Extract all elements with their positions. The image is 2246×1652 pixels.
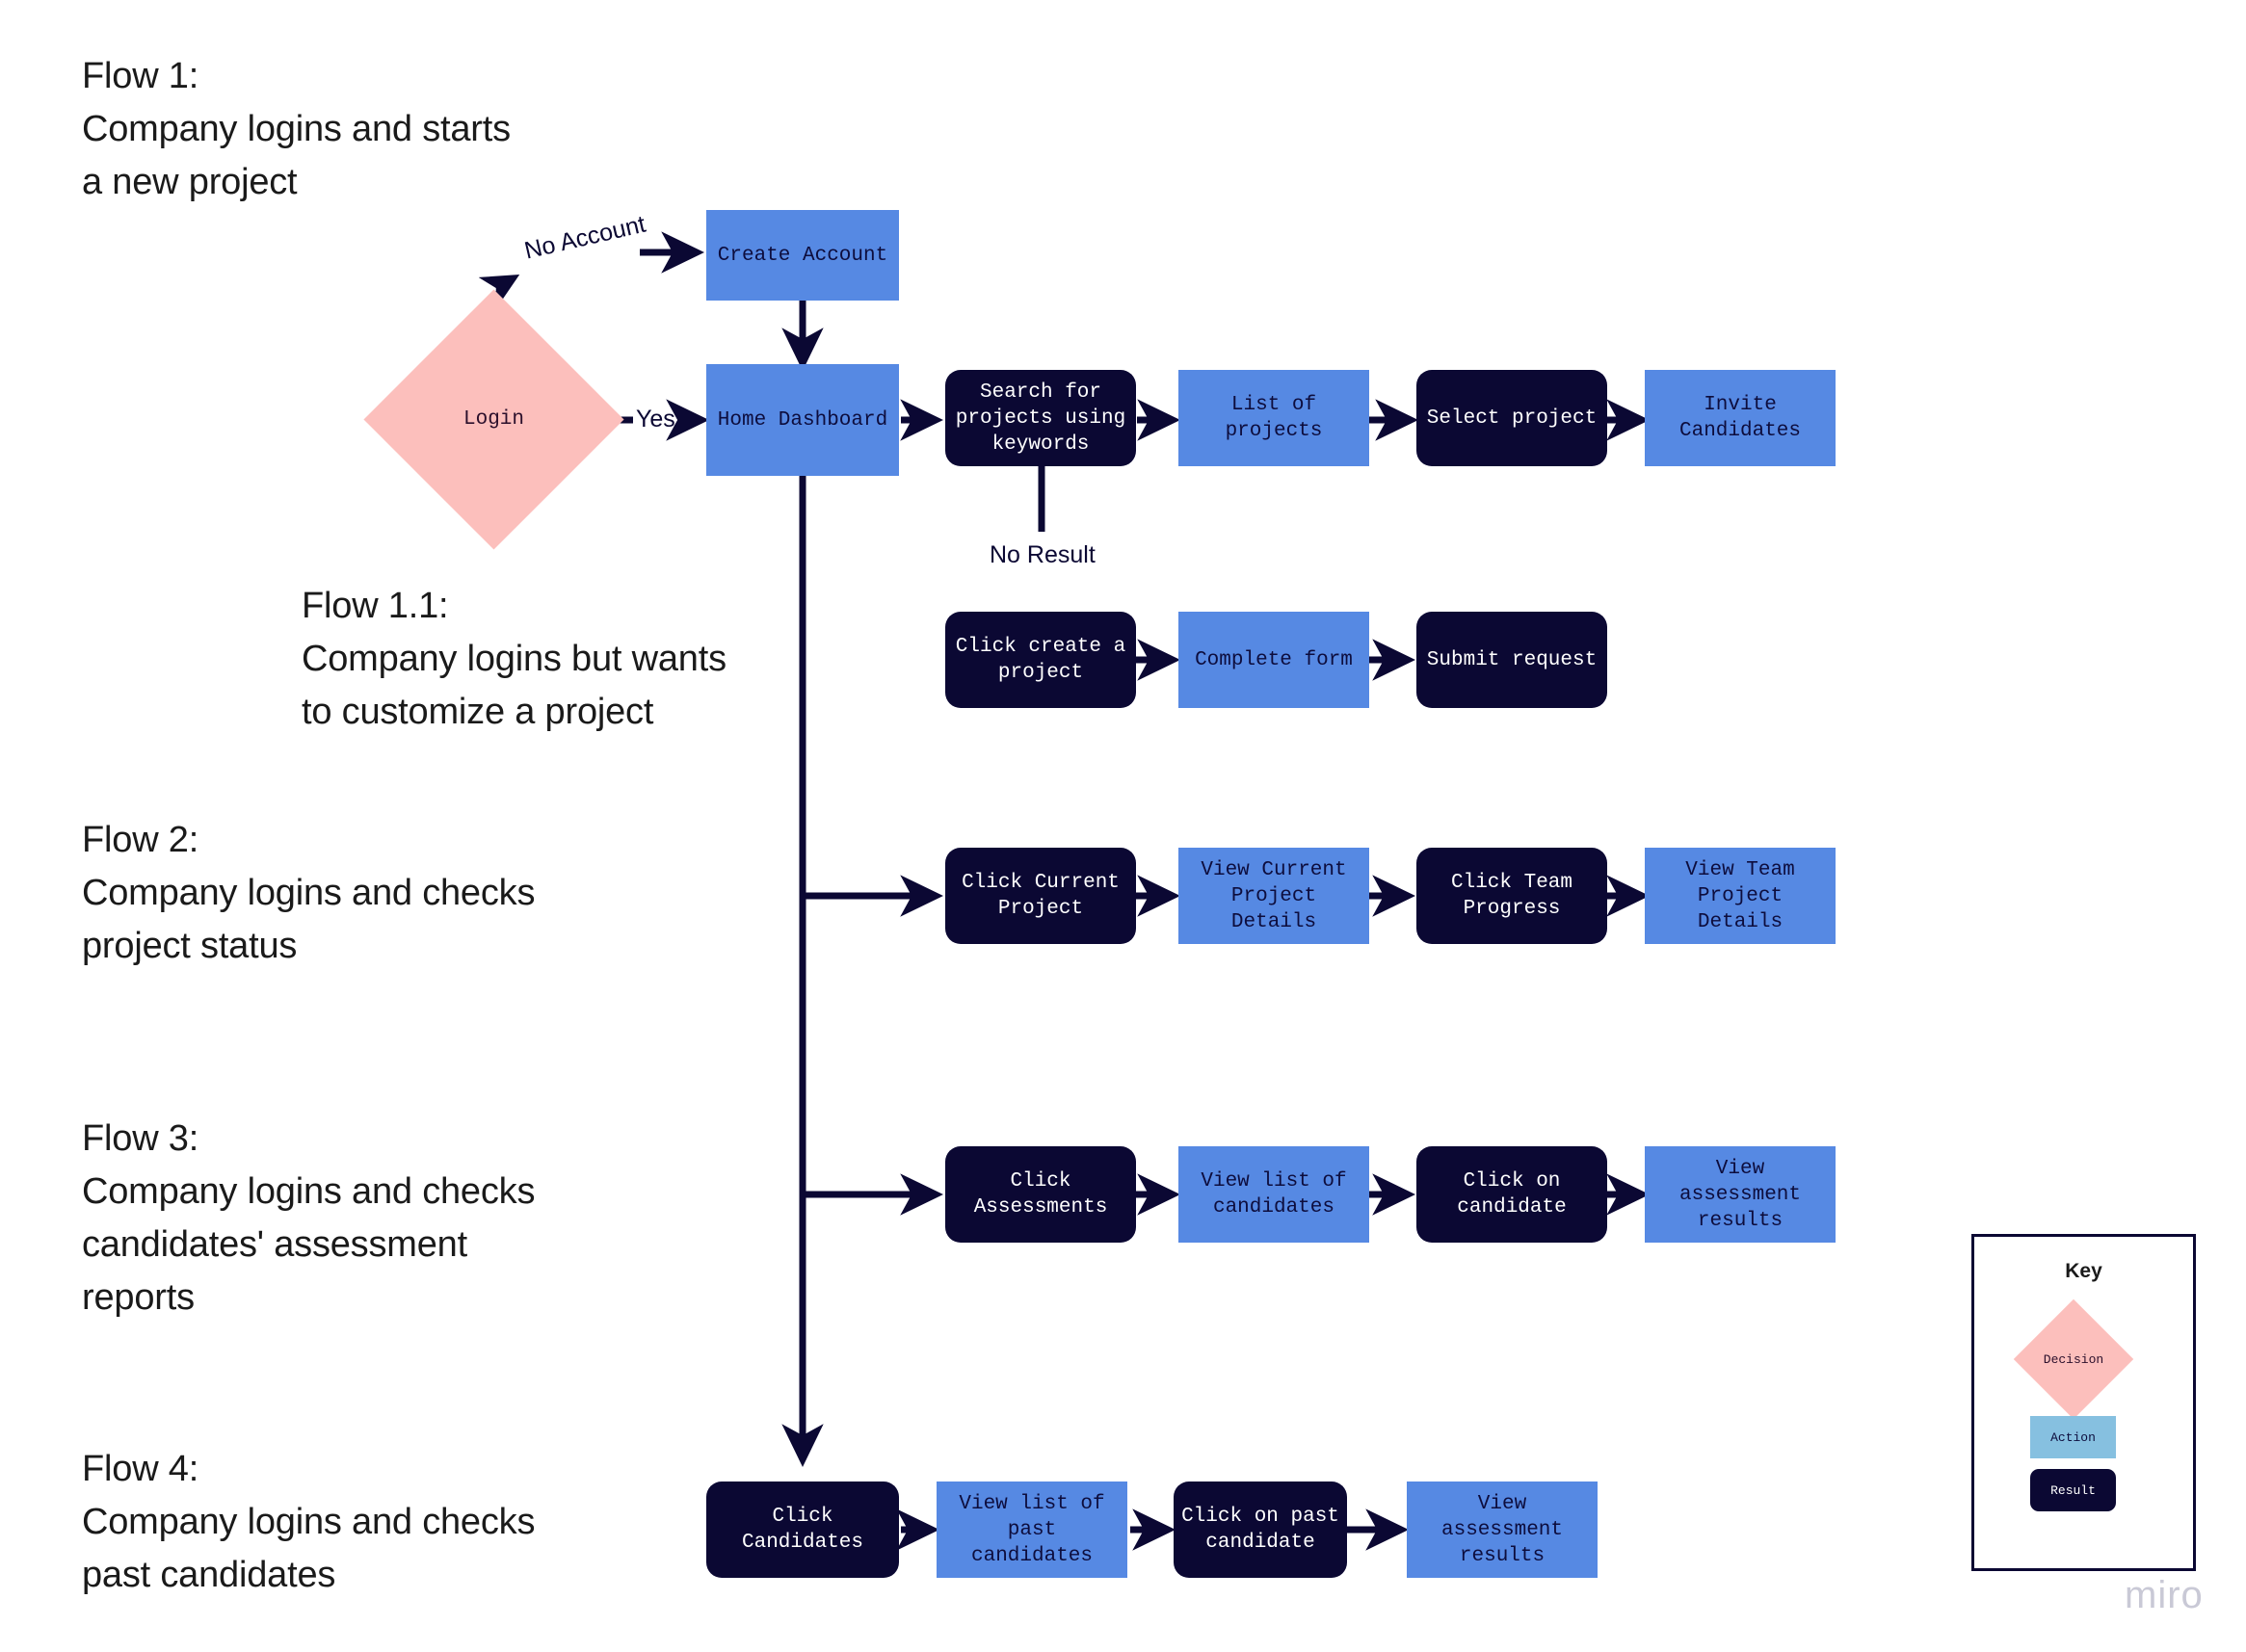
node-click-candidates[interactable]: Click Candidates — [706, 1482, 899, 1578]
edge-label-no-account: No Account — [521, 210, 648, 265]
key-decision-swatch: Decision — [2013, 1298, 2134, 1420]
node-list-of-projects[interactable]: List of projects — [1178, 370, 1369, 466]
node-click-assessments[interactable]: Click Assessments — [945, 1146, 1136, 1243]
miro-watermark: miro — [2125, 1574, 2204, 1616]
node-click-on-past-candidate[interactable]: Click on past candidate — [1174, 1482, 1347, 1578]
node-select-project[interactable]: Select project — [1416, 370, 1607, 466]
node-home-dashboard[interactable]: Home Dashboard — [706, 364, 899, 476]
flow-2-title: Flow 2: Company logins and checks projec… — [82, 820, 536, 966]
edge-label-no-result: No Result — [990, 541, 1096, 568]
node-click-team-progress[interactable]: Click Team Progress — [1416, 848, 1607, 944]
node-submit-request[interactable]: Submit request — [1416, 612, 1607, 708]
edge-label-yes: Yes — [636, 406, 675, 433]
node-click-create-a-project[interactable]: Click create a project — [945, 612, 1136, 708]
flow-1-1-title: Flow 1.1: Company logins but wants to cu… — [302, 586, 727, 732]
node-login-label: Login — [462, 408, 524, 431]
node-invite-candidates[interactable]: Invite Candidates — [1645, 370, 1836, 466]
node-login-decision[interactable]: Login — [363, 289, 624, 550]
key-legend: Key Decision Action Result — [1971, 1234, 2196, 1571]
node-view-list-of-past-candidates[interactable]: View list of past candidates — [937, 1482, 1127, 1578]
flow-4-title: Flow 4: Company logins and checks past c… — [82, 1449, 536, 1595]
node-search-for-projects[interactable]: Search for projects using keywords — [945, 370, 1136, 466]
node-create-account[interactable]: Create Account — [706, 210, 899, 301]
node-view-current-project-details[interactable]: View Current Project Details — [1178, 848, 1369, 944]
node-view-list-of-candidates[interactable]: View list of candidates — [1178, 1146, 1369, 1243]
node-view-assessment-results-past[interactable]: View assessment results — [1407, 1482, 1598, 1578]
key-decision-label: Decision — [2043, 1351, 2104, 1367]
node-complete-form[interactable]: Complete form — [1178, 612, 1369, 708]
key-action-swatch: Action — [2030, 1416, 2116, 1458]
node-click-current-project[interactable]: Click Current Project — [945, 848, 1136, 944]
flow-3-title: Flow 3: Company logins and checks candid… — [82, 1118, 536, 1318]
node-view-assessment-results[interactable]: View assessment results — [1645, 1146, 1836, 1243]
flow-1-title: Flow 1: Company logins and starts a new … — [82, 56, 511, 202]
node-view-team-project-details[interactable]: View Team Project Details — [1645, 848, 1836, 944]
key-title: Key — [2065, 1260, 2102, 1282]
node-click-on-candidate[interactable]: Click on candidate — [1416, 1146, 1607, 1243]
key-result-swatch: Result — [2030, 1469, 2116, 1511]
